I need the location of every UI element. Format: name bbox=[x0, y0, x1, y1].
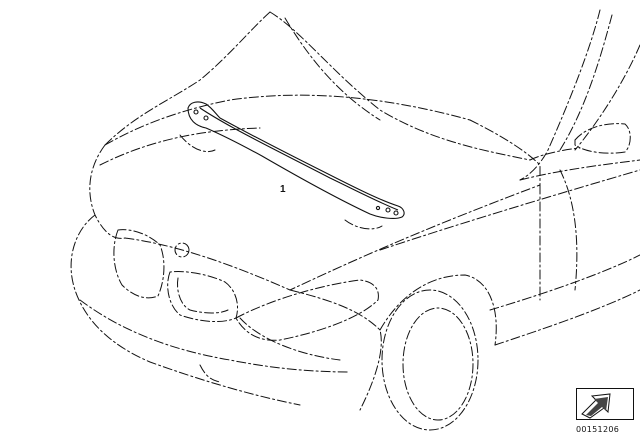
side-body-line bbox=[379, 159, 640, 251]
hood-outline bbox=[89, 94, 541, 291]
arrow-navigation-icon[interactable] bbox=[576, 388, 634, 420]
windshield-outline bbox=[104, 9, 640, 181]
side-mirror bbox=[574, 123, 631, 154]
part-callout-label: 1 bbox=[280, 184, 286, 195]
fender-wheel bbox=[289, 169, 640, 431]
document-number: 00151206 bbox=[576, 425, 620, 434]
strut-brace bbox=[187, 101, 405, 219]
headlight-outline bbox=[235, 279, 379, 341]
front-fascia bbox=[70, 214, 351, 406]
